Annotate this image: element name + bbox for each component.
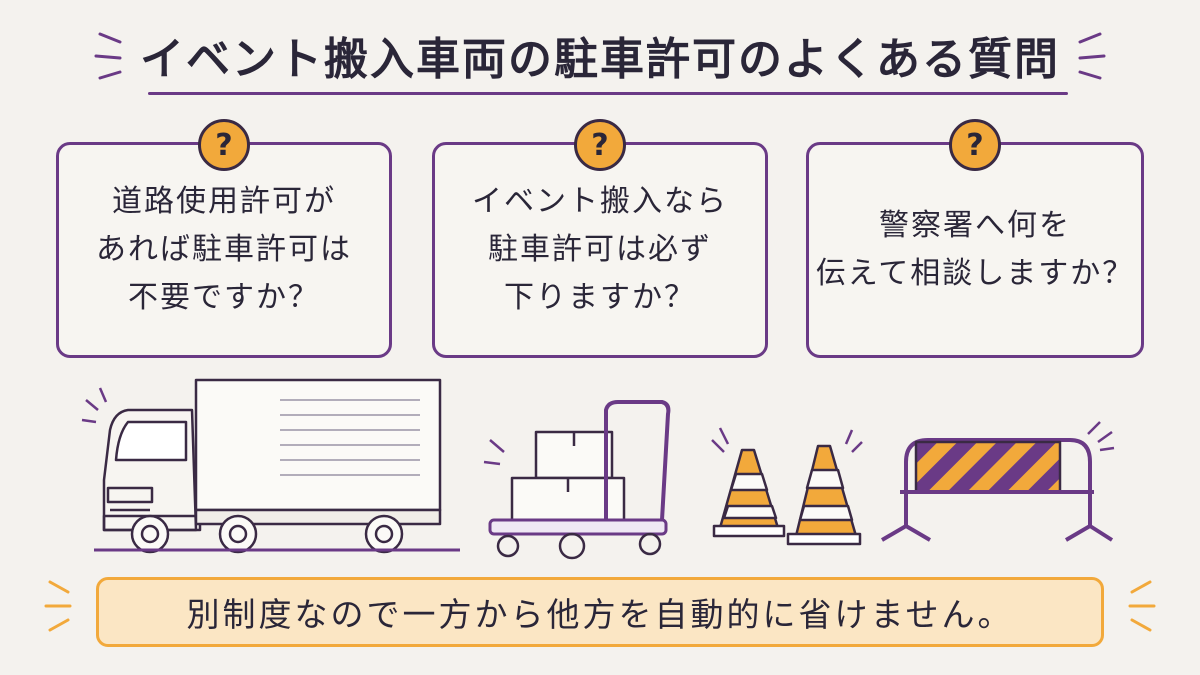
hand-cart-icon (483, 400, 671, 560)
faq-card-1[interactable]: ? 道路使用許可が あれば駐車許可は 不要ですか？ (56, 119, 392, 358)
barricade-icon (880, 421, 1115, 542)
illustrations-row (81, 378, 1115, 560)
page-title: イベント搬入車両の駐車許可のよくある質問 (140, 34, 1060, 85)
conclusion-text: 別制度なので一方から他方を自動的に省けません。 (186, 595, 1014, 634)
question-icon: ? (574, 119, 626, 171)
faq-question-3: 警察署へ何を 伝えて相談しますか？ (815, 208, 1135, 291)
truck-icon (81, 378, 460, 554)
title-underline (148, 92, 1068, 95)
question-icon: ? (949, 119, 1001, 171)
traffic-cone-icon (711, 427, 863, 546)
faq-question-1: 道路使用許可が あれば駐車許可は 不要ですか？ (96, 184, 352, 315)
faq-question-2: イベント搬入なら 駐車許可は必ず 下りますか？ (472, 184, 728, 315)
conclusion-box: 別制度なので一方から他方を自動的に省けません。 (96, 577, 1104, 647)
faq-card-2[interactable]: ? イベント搬入なら 駐車許可は必ず 下りますか？ (432, 119, 768, 358)
question-icon: ? (198, 119, 250, 171)
faq-card-3[interactable]: ? 警察署へ何を 伝えて相談しますか？ (806, 119, 1144, 358)
